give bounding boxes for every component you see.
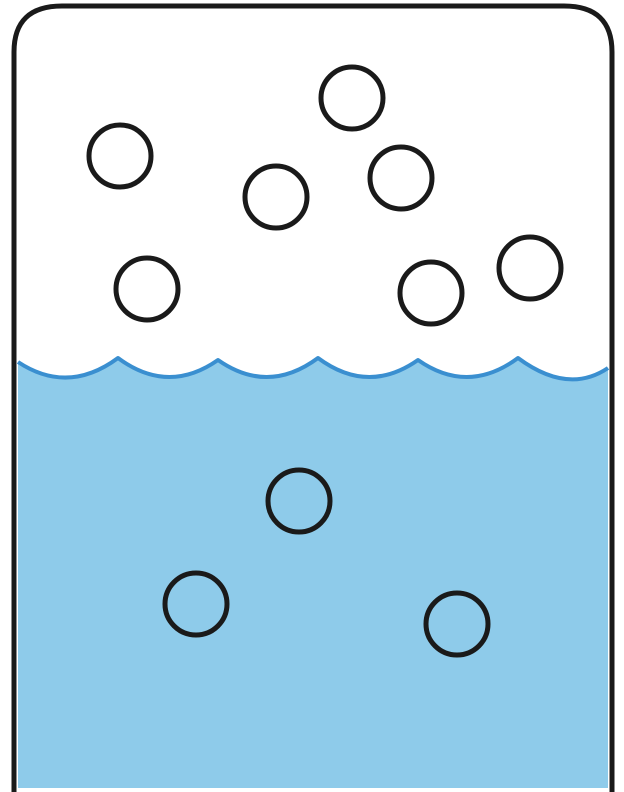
gas-particle bbox=[400, 262, 462, 324]
gas-particle bbox=[116, 258, 178, 320]
gas-particles bbox=[89, 67, 561, 324]
gas-particle bbox=[89, 125, 151, 187]
gas-particle bbox=[245, 166, 307, 228]
gas-particle bbox=[321, 67, 383, 129]
gas-particle bbox=[370, 147, 432, 209]
liquid-body bbox=[18, 358, 608, 788]
gas-particle bbox=[499, 237, 561, 299]
